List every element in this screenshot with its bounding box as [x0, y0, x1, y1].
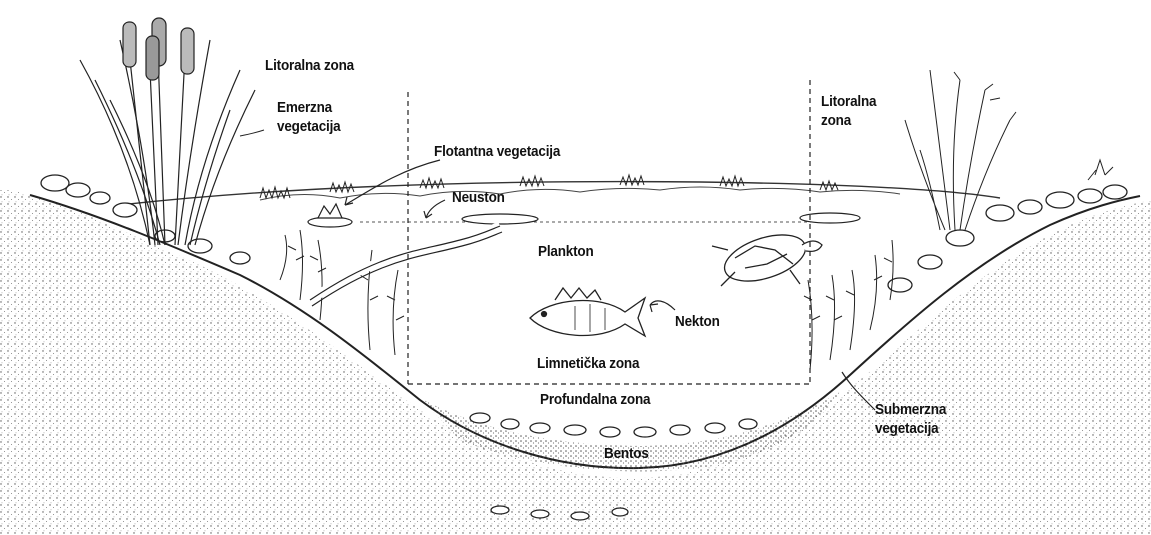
cattails	[80, 18, 255, 245]
zone-boundaries	[408, 80, 810, 384]
label-submerzna-line1: Submerzna	[875, 400, 946, 419]
turtle	[712, 226, 822, 290]
label-flotantna-vegetacija: Flotantna vegetacija	[434, 142, 560, 161]
label-emerzna-line2: vegetacija	[277, 117, 340, 136]
label-profundalna-zona: Profundalna zona	[540, 390, 650, 409]
label-litoralna-zona-left: Litoralna zona	[265, 56, 354, 75]
label-bentos: Bentos	[604, 444, 649, 463]
reeds-right	[905, 70, 1113, 230]
water-snake	[310, 226, 502, 306]
label-emerzna-line1: Emerzna	[277, 98, 340, 117]
label-emerzna-vegetacija: Emerzna vegetacija	[277, 98, 340, 136]
label-litoralna-zona-right: Litoralna zona	[821, 92, 876, 130]
label-submerzna-line2: vegetacija	[875, 419, 946, 438]
water-lily	[308, 204, 860, 227]
label-litoralna-right-line2: zona	[821, 111, 876, 130]
label-limneticka-zona: Limnetička zona	[537, 354, 639, 373]
fish	[530, 288, 645, 336]
water-surface	[120, 175, 1000, 222]
label-plankton: Plankton	[538, 242, 594, 261]
label-nekton: Nekton	[675, 312, 720, 331]
label-submerzna-vegetacija: Submerzna vegetacija	[875, 400, 946, 438]
label-litoralna-right-line1: Litoralna	[821, 92, 876, 111]
label-neuston: Neuston	[452, 188, 505, 207]
